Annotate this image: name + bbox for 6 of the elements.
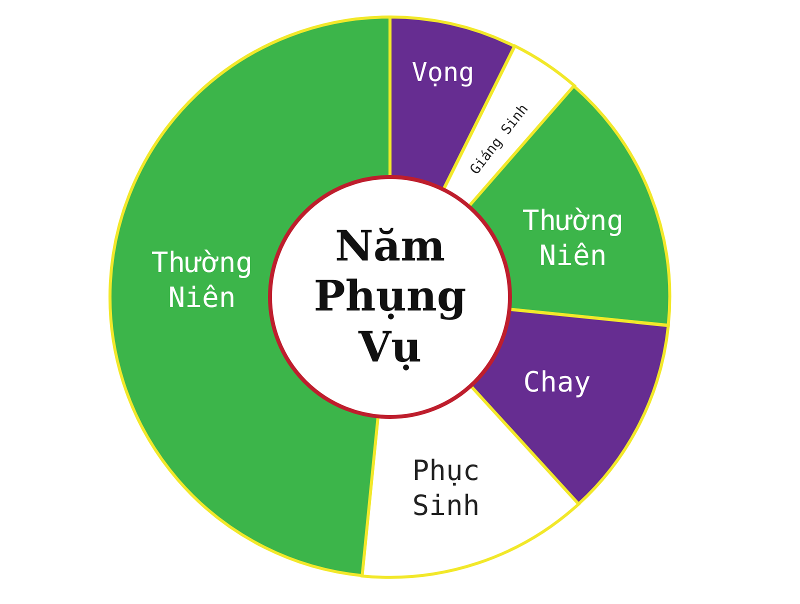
segment-label: Thường Niên xyxy=(521,202,625,273)
segment-label: Phục Sinh xyxy=(411,452,481,523)
segment-label: Vọng xyxy=(410,56,476,90)
segment-label: Chay xyxy=(522,364,592,400)
title-label: Năm Phụng Vụ xyxy=(312,221,468,373)
segment-label: Thường Niên xyxy=(150,245,254,315)
